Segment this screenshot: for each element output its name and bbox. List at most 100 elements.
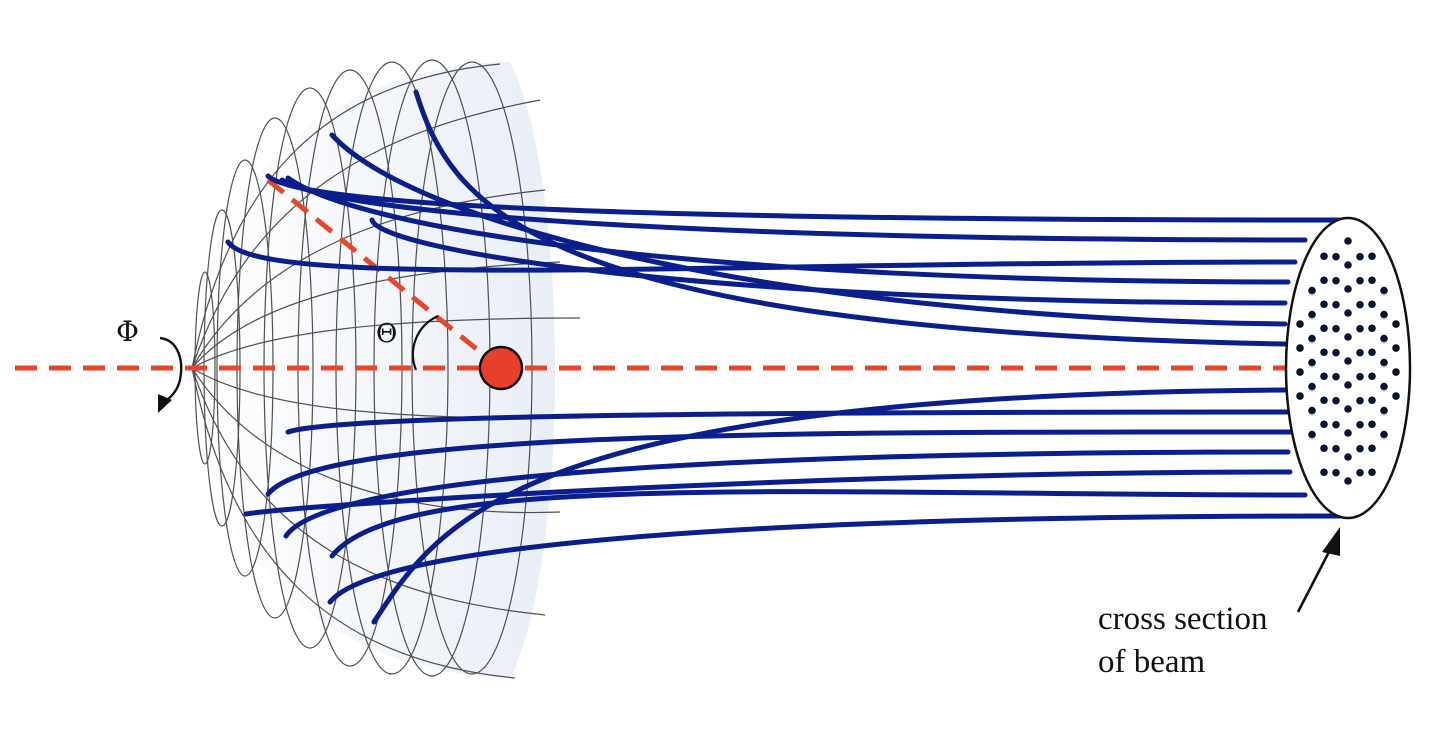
beam-particle — [1332, 444, 1340, 453]
beam-particle — [1296, 392, 1304, 400]
beam-particle — [1332, 420, 1340, 429]
wireframe-meridian — [191, 317, 581, 369]
target-nucleus — [478, 345, 524, 391]
beam-particle — [1356, 252, 1364, 261]
beam-particle — [1344, 453, 1352, 461]
beam-particle — [1332, 348, 1340, 357]
beam-particle — [1320, 420, 1328, 429]
beam-particle — [1392, 368, 1400, 376]
trajectory — [283, 449, 1291, 539]
beam-particle — [1308, 406, 1316, 415]
beam-particle — [1356, 276, 1364, 285]
trajectory — [243, 469, 1293, 517]
trajectory — [285, 409, 1291, 435]
beam-particle — [1332, 300, 1340, 309]
beam-particles — [1296, 237, 1400, 485]
beam-particle — [1308, 310, 1316, 319]
trajectory — [371, 387, 1288, 625]
beam-particle — [1344, 429, 1352, 437]
beam-particle — [1308, 334, 1316, 343]
trajectory — [225, 239, 1298, 273]
beam-particle — [1308, 358, 1316, 367]
wireframe-meridian — [191, 63, 501, 369]
beam-particle — [1368, 372, 1376, 381]
beam-particle — [1308, 430, 1316, 439]
beam-particle — [1320, 324, 1328, 333]
trajectory — [329, 132, 1288, 327]
beam-particle — [1320, 300, 1328, 309]
beam-particle — [1344, 285, 1352, 293]
beam-particle — [1332, 372, 1340, 381]
caption-line-1: cross section — [1098, 601, 1268, 637]
beam-particle — [1320, 276, 1328, 285]
beam-particle — [1296, 344, 1304, 352]
beam-particle — [1320, 372, 1328, 381]
beam-particle — [1356, 324, 1364, 333]
beam-particle — [1368, 396, 1376, 405]
beam-particle — [1320, 468, 1328, 477]
beam-particle — [1392, 344, 1400, 352]
beam-particle — [1344, 333, 1352, 341]
beam-particle — [1344, 381, 1352, 389]
beam-particle — [1356, 348, 1364, 357]
beam-particle — [1380, 358, 1388, 367]
beam-particle — [1380, 334, 1388, 343]
beam-particle — [1332, 468, 1340, 477]
wireframe-meridian — [191, 367, 546, 616]
beam-particle — [1380, 382, 1388, 391]
beam-particle — [1320, 444, 1328, 453]
beam-particle — [1380, 310, 1388, 319]
beam-particle — [1368, 420, 1376, 429]
beam-particle — [1368, 276, 1376, 285]
beam-particle — [1296, 320, 1304, 328]
beam-particle — [1296, 368, 1304, 376]
wireframe-meridian — [191, 99, 541, 369]
beam-particle — [1308, 286, 1316, 295]
scattering-angle-line — [266, 178, 502, 370]
trajectory — [413, 89, 1288, 347]
beam-particle — [1320, 396, 1328, 405]
wireframe-meridian — [191, 367, 561, 514]
beam-particle — [1332, 324, 1340, 333]
wireframe-meridian — [191, 367, 516, 679]
beam-particle — [1356, 372, 1364, 381]
beam-particle — [1344, 357, 1352, 365]
beam-particle — [1344, 261, 1352, 269]
theta-arc — [411, 314, 439, 371]
wireframe-meridian — [191, 261, 561, 369]
arrow-icon — [1296, 527, 1340, 613]
trajectory — [369, 217, 1288, 306]
trajectory — [327, 513, 1343, 605]
beam-particle — [1392, 392, 1400, 400]
beam-particle — [1368, 444, 1376, 453]
beam-particle — [1332, 396, 1340, 405]
beam-particle — [1344, 237, 1352, 245]
beam-particle — [1332, 252, 1340, 261]
beam-particle — [1344, 405, 1352, 413]
beam-particle — [1392, 320, 1400, 328]
theta-label: Θ — [376, 319, 397, 349]
beam-particle — [1332, 276, 1340, 285]
beam-particle — [1368, 348, 1376, 357]
beam-particle — [1356, 420, 1364, 429]
cross-section-caption: cross section of beam — [1098, 598, 1268, 684]
beam-particle — [1380, 430, 1388, 439]
beam-particle — [1356, 396, 1364, 405]
beam-particle — [1356, 300, 1364, 309]
beam-particle — [1368, 252, 1376, 261]
beam-particle — [1356, 444, 1364, 453]
beam-particle — [1380, 286, 1388, 295]
beam-particle — [1344, 477, 1352, 485]
trajectory — [265, 429, 1298, 497]
beam-particle — [1320, 348, 1328, 357]
beam-particle — [1344, 309, 1352, 317]
beam-particle — [1368, 468, 1376, 477]
trajectories — [225, 89, 1343, 625]
caption-line-2: of beam — [1098, 644, 1206, 680]
beam-cross-section — [1284, 216, 1412, 520]
beam-particle — [1320, 252, 1328, 261]
beam-particle — [1368, 300, 1376, 309]
phi-label: Φ — [116, 315, 139, 348]
rotation-arrow-icon — [158, 336, 183, 413]
